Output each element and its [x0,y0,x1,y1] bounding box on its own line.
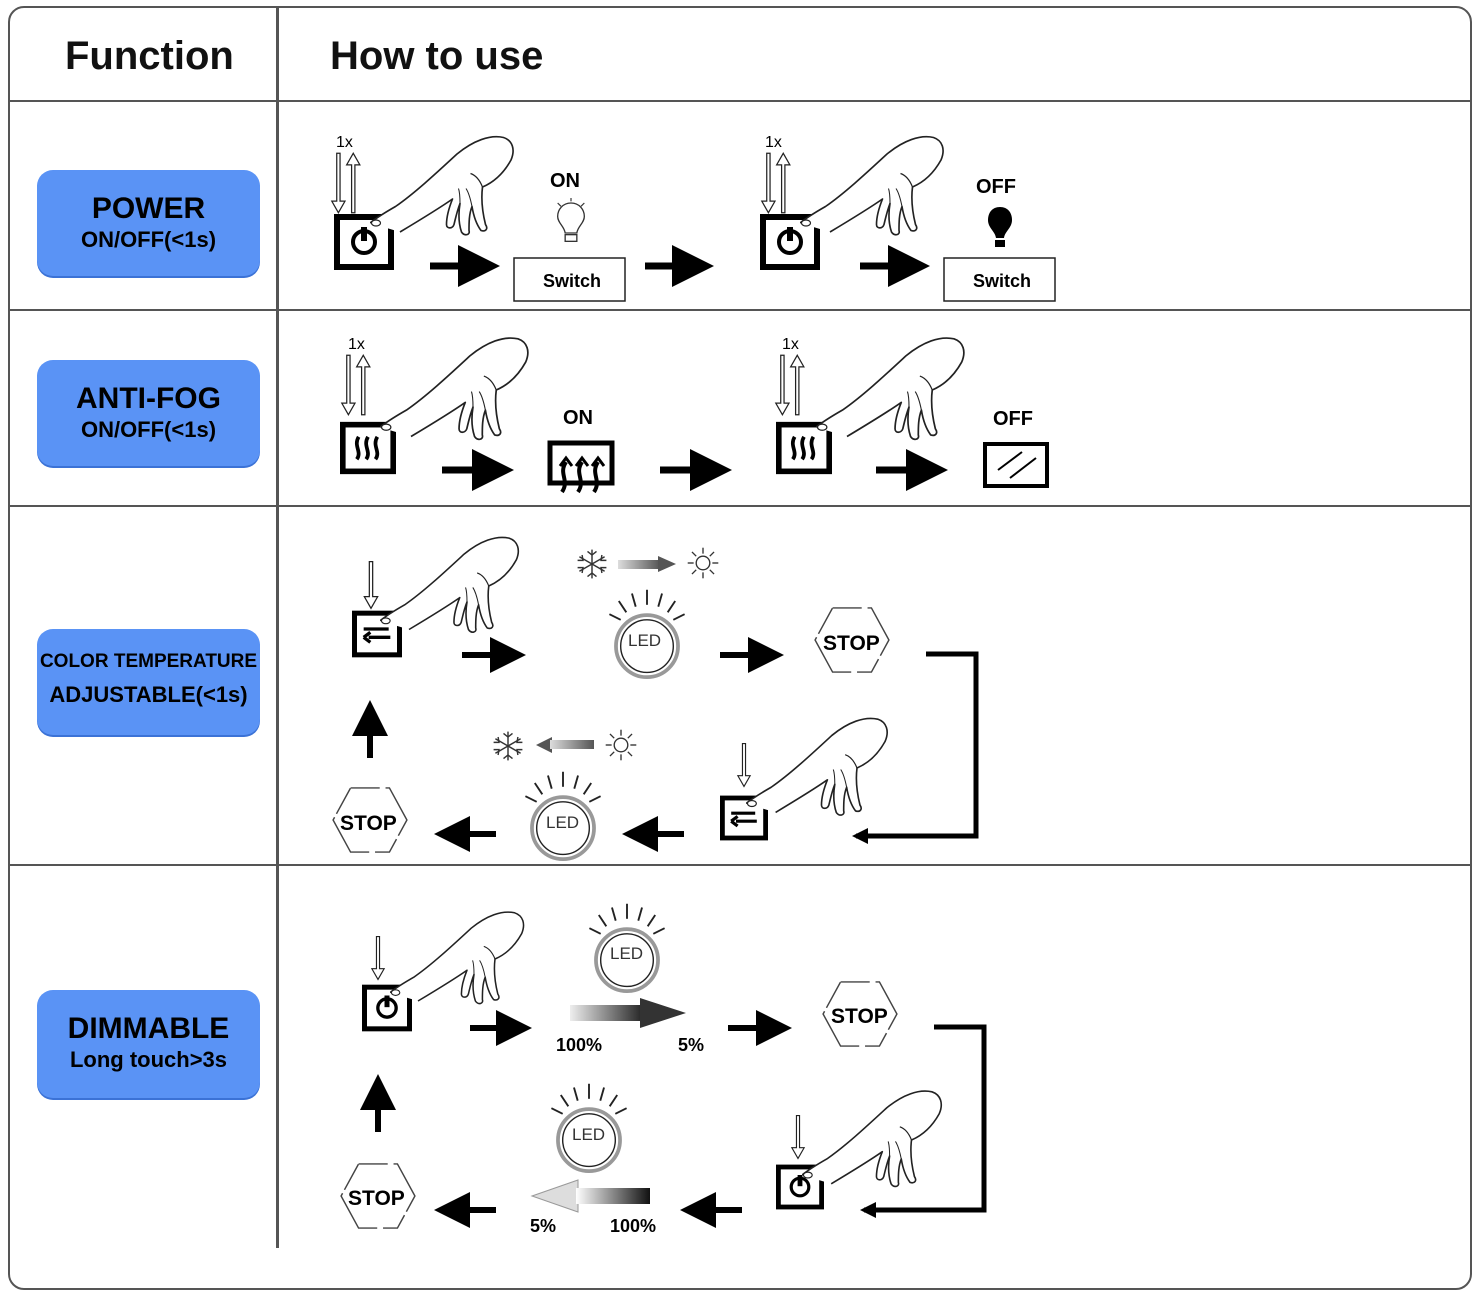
stop-label: STOP [823,632,880,655]
badge-subtitle: ON/OFF(<1s) [80,417,217,442]
switch-box [943,257,1056,302]
gradient-arrow-left [550,740,594,749]
dimmable-badge: DIMMABLE Long touch>3s [37,990,260,1098]
hand-icon [746,717,889,816]
press-count: 1х [765,134,782,151]
badge-title: POWER [91,192,206,225]
press-count: 1x [348,336,365,353]
stop-label: STOP [348,1187,405,1210]
off-label: OFF [993,408,1033,430]
badge-title: ANTI-FOG [76,382,221,415]
light-on-bulb-icon [556,198,586,243]
power-badge: POWER ON/OFF(<1s) [37,170,260,276]
stop-label: STOP [340,812,397,835]
cool-snowflake-icon [492,730,524,762]
brightness-end-label: 100% [610,1216,656,1236]
press-count: 1x [782,336,799,353]
color-temperature-instructions: LED STOP LED STOP [332,536,979,862]
press-count: 1x [336,134,353,151]
brightness-end-label: 5% [678,1035,704,1055]
hand-icon [802,1090,943,1188]
dimming-gradient-bar [576,1188,650,1204]
brightness-start-label: 100% [556,1035,602,1055]
down-arrow-icon [363,560,379,610]
column-divider [276,8,279,1248]
color-temperature-badge: COLOR TEMPERATURE ADJUSTABLE(<1s) [37,629,260,735]
off-label: OFF [976,176,1016,198]
anti-fog-badge: ANTI-FOG ON/OFF(<1s) [37,360,260,466]
instruction-diagrams: 1x ON Switch 1х OFF Switch 1x [331,134,1056,1236]
badge-subtitle: ADJUSTABLE(<1s) [49,682,248,707]
badge-subtitle: Long touch>3s [69,1047,228,1072]
led-label: LED [610,944,643,963]
on-label: ON [550,170,580,192]
stop-label: STOP [831,1005,888,1028]
divider [8,505,1470,507]
dimming-gradient-bar [570,1005,644,1021]
light-off-bulb-icon [988,207,1012,247]
up-down-arrows-icon [761,152,791,214]
dimmable-instructions: LED 100% 5% STOP LED 5% 100% STOP [340,901,987,1236]
brightness-start-label: 5% [530,1216,556,1236]
down-arrow-icon [791,1114,805,1160]
warm-sun-icon [605,729,637,761]
anti-fog-button-icon [779,425,829,472]
down-arrow-icon [737,742,751,788]
led-label: LED [572,1125,605,1144]
badge-title: DIMMABLE [67,1012,230,1045]
loop-connector [856,651,979,839]
anti-fog-instructions: 1x ON 1x OFF [341,336,1049,494]
switch-box [513,257,626,302]
hand-icon [380,536,520,634]
led-label: LED [546,813,579,832]
hand-icon [390,911,525,1005]
divider [8,864,1470,866]
up-down-arrows-icon [775,354,805,416]
switch-label: Switch [543,271,601,291]
badge-subtitle: ON/OFF(<1s) [80,227,217,252]
heating-mirror-icon [547,440,615,494]
badge-title: COLOR TEMPERATURE [39,651,258,672]
on-label: ON [563,407,593,429]
gradient-arrow-right [618,560,660,569]
down-arrow-icon [371,935,385,981]
how-to-use-header: How to use [330,34,544,78]
loop-connector [864,1024,987,1213]
anti-fog-button-icon [343,425,393,472]
warm-sun-icon [687,547,719,579]
hand-icon [816,337,965,441]
led-label: LED [628,631,661,650]
up-down-arrows-icon [331,152,361,214]
clear-mirror-icon [983,442,1049,488]
function-header: Function [65,34,234,78]
hand-icon [370,135,514,236]
divider [8,100,1470,102]
switch-label: Switch [973,271,1031,291]
up-down-arrows-icon [341,354,371,416]
hand-icon [800,135,944,236]
cool-snowflake-icon [576,548,608,580]
power-instructions: 1x ON Switch 1х OFF Switch [331,134,1056,302]
divider [8,309,1470,311]
hand-icon [380,337,529,441]
